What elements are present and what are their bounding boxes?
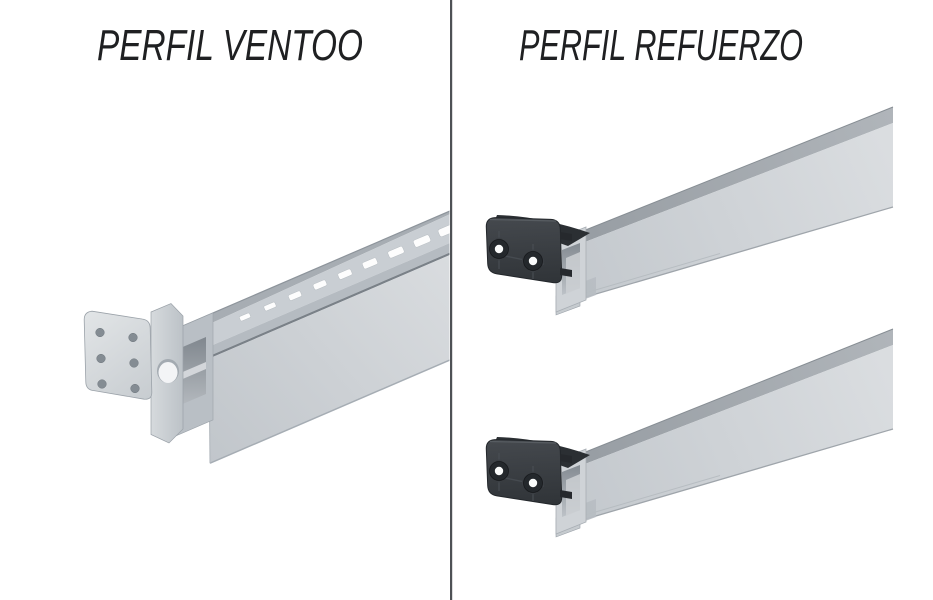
front-panel-face [209,255,450,464]
ventoo-profile-illustration [83,210,450,464]
plate-hole [95,327,105,338]
rail-slots [239,223,450,322]
rail-slot [337,268,353,280]
mounting-plate [83,310,153,400]
plate-hole [97,379,107,389]
rail-slot [239,312,251,322]
rail-slot [413,234,431,248]
bracket-arm-hole [158,362,178,383]
vertical-divider-line [450,0,453,600]
plate-hole [129,358,139,368]
right-panel-title: PERFIL REFUERZO [519,21,803,70]
rail-front-lip [168,243,450,374]
rail-slot [263,301,277,312]
rail-slot [312,279,328,291]
rail-shadow-seam [168,252,450,377]
front-panel-bottom-edge [209,359,450,464]
rail-slot [362,257,378,270]
rail-back-band [168,211,450,343]
plate-hole [128,332,138,343]
left-panel-title: PERFIL VENTOO [97,21,363,70]
plate-hole [96,353,106,364]
refuerzo-profile-bottom [484,328,894,538]
plate-hole [130,383,140,394]
rail-slot [437,223,450,237]
rail-top-edge [167,210,450,333]
rail-slot-face [168,214,450,365]
profile-inner-web [178,362,206,381]
mounting-plate-holes [95,327,140,394]
refuerzo-profile-top [484,106,894,316]
rail-slot [288,290,302,301]
rail-slot [387,246,405,259]
